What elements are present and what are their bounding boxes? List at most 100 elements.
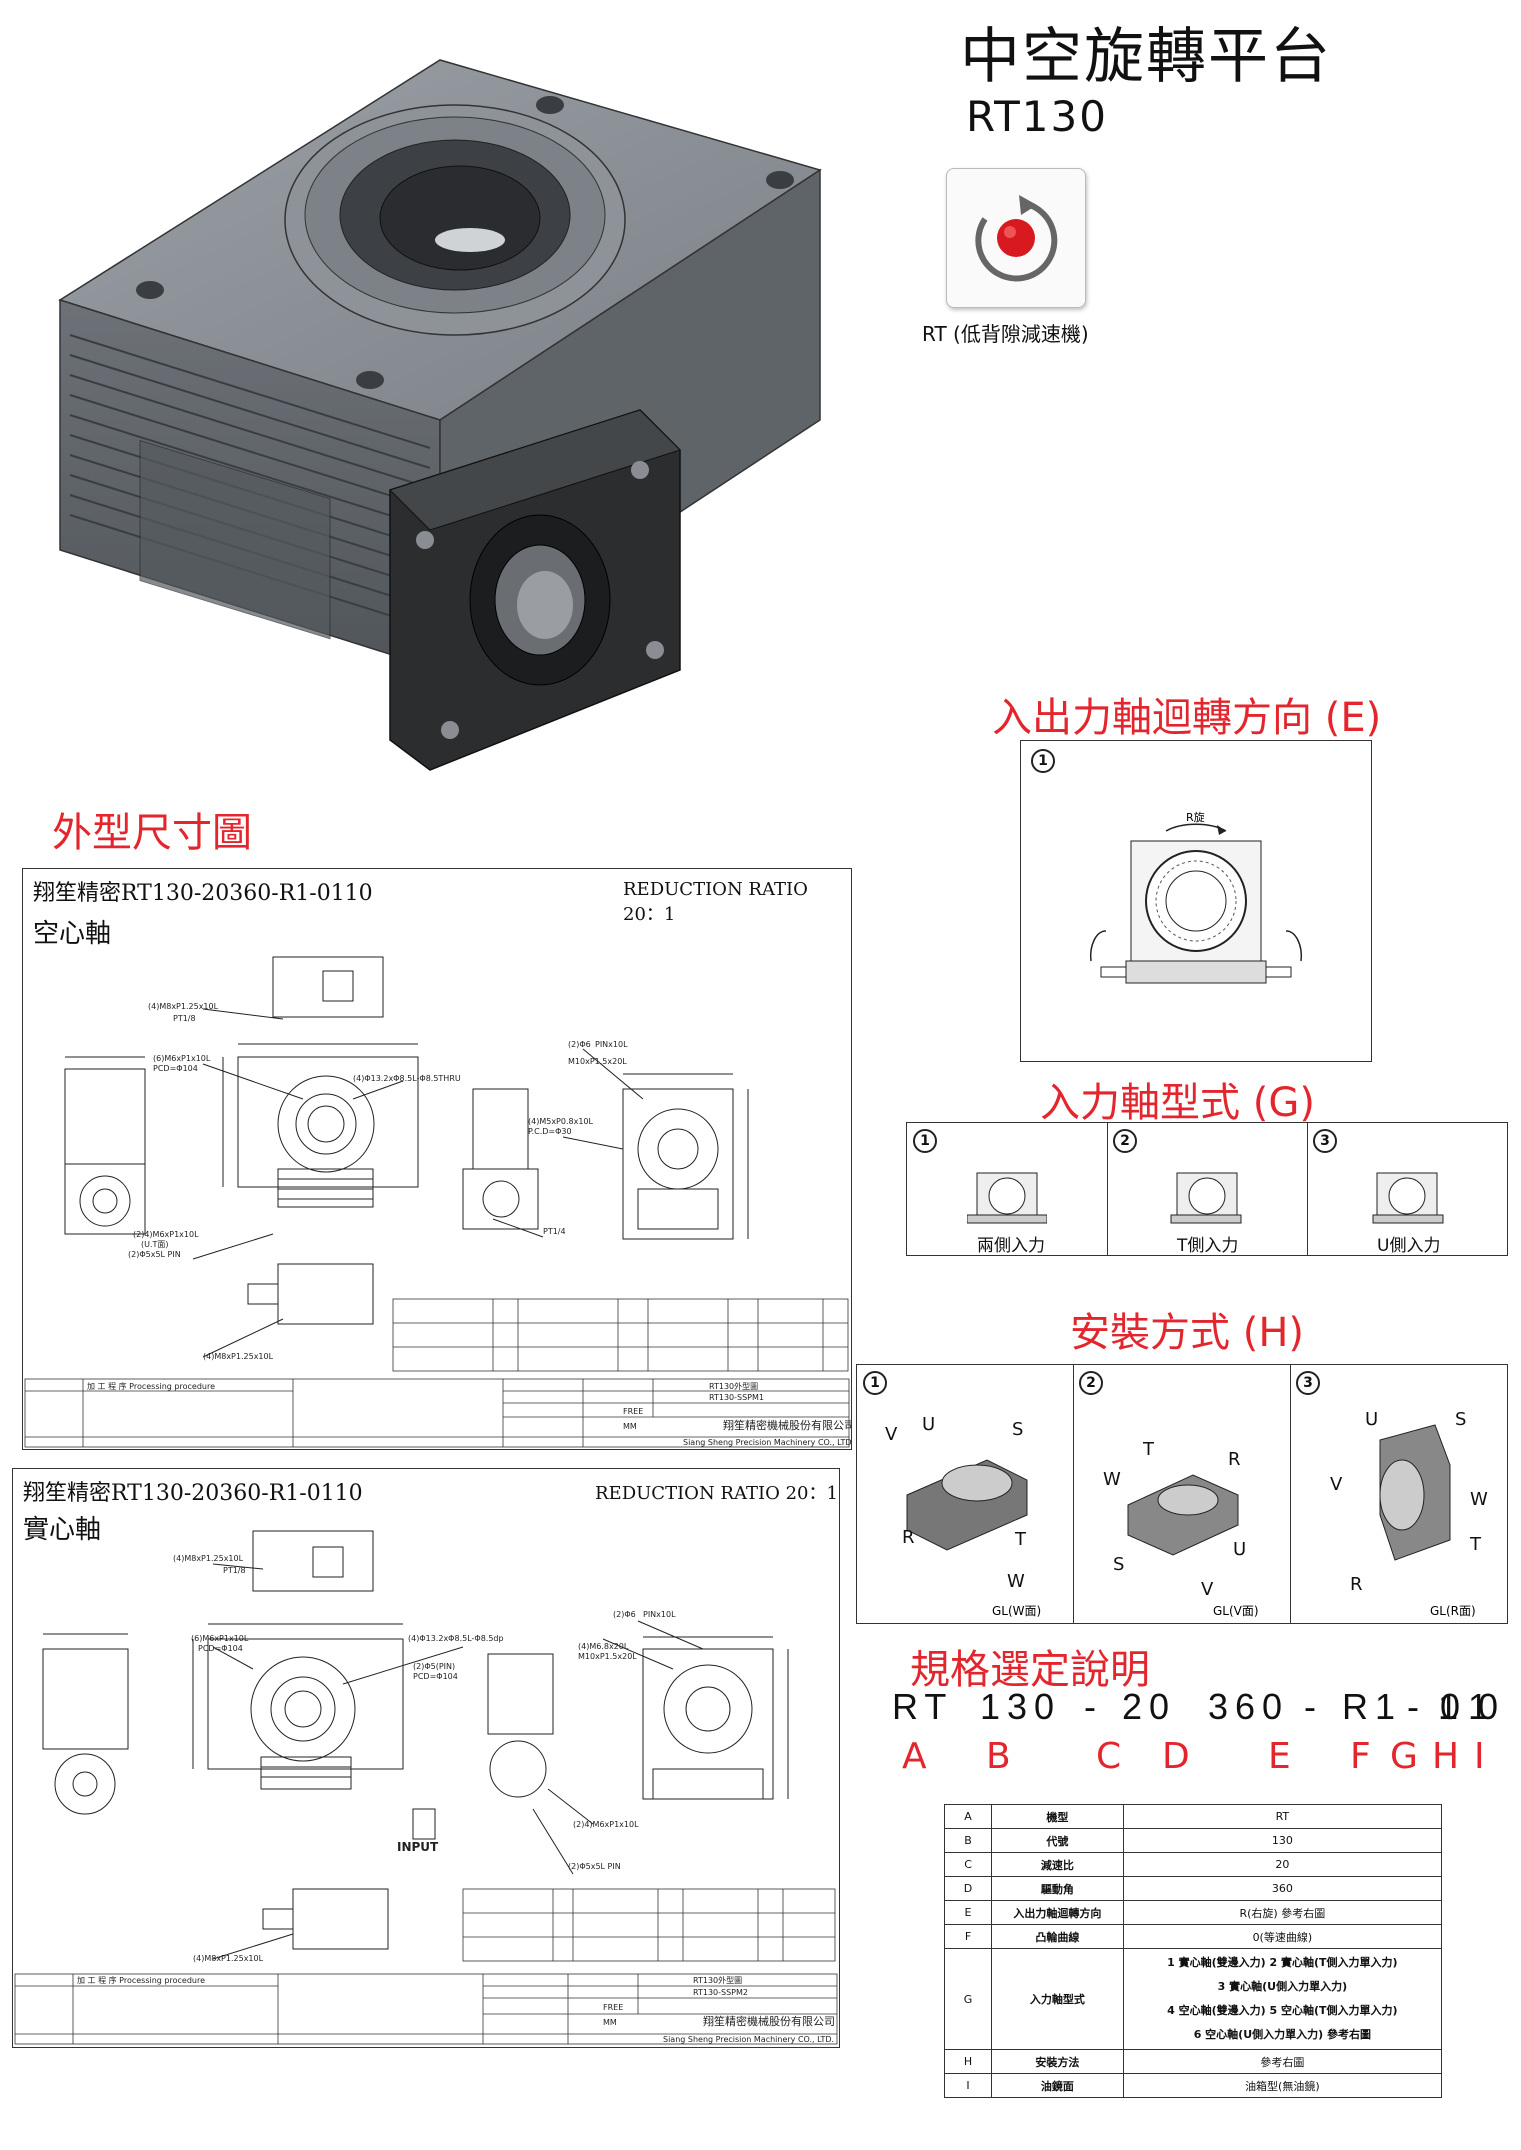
processing-label: 加 工 程 序 Processing procedure — [77, 1975, 205, 1985]
code-letter: G — [1390, 1736, 1418, 1777]
input-type-panel: 1 兩側入力 2 T側入力 3 U側入力 — [906, 1122, 1508, 1256]
face-label: S — [1455, 1409, 1466, 1430]
mount-option-2: 2 T W R S U V GL(V面) — [1073, 1365, 1290, 1623]
face-label: S — [1012, 1419, 1023, 1440]
rotation-label: R旋 — [1186, 810, 1205, 824]
input-type-title: 入力軸型式 (G) — [1040, 1080, 1315, 1126]
row-name: 油鏡面 — [991, 2073, 1124, 2098]
part-name: RT130外型圖 — [693, 1975, 742, 1985]
model-code-letters: A B C D E F G H I — [902, 1736, 1502, 1780]
face-label: T — [1014, 1529, 1027, 1550]
company-cn: 翔笙精密機械股份有限公司 — [723, 1418, 851, 1432]
face-label: T — [1469, 1534, 1482, 1555]
label-pin: (2)Φ5(PIN) — [413, 1662, 455, 1671]
face-label: S — [1113, 1554, 1124, 1575]
rotation-diagram: R旋 — [1089, 810, 1303, 984]
label-pin-top2: PINx10L — [643, 1610, 676, 1619]
face-label: W — [1007, 1571, 1025, 1592]
code-part: 20 — [1122, 1686, 1177, 1727]
input-option-1: 1 兩側入力 — [907, 1123, 1107, 1256]
code-letter: F — [1350, 1736, 1371, 1777]
row-name: 入力軸型式 — [991, 1948, 1124, 2050]
label-pcd: PCD=Φ104 — [153, 1064, 198, 1073]
g-option-line: 3 實心軸(U側入力單入力) — [1217, 1980, 1348, 1993]
table-row: A 機型 RT — [943, 1804, 1443, 1829]
code-part: - — [1084, 1686, 1103, 1727]
code-part: 130 — [980, 1686, 1062, 1727]
technical-drawing-1: (4)M8xP1.25x10L PT1/8 (6)M6xP1x10L PCD=Φ… — [24, 956, 851, 1448]
row-value: 油箱型(無油鏡) — [1122, 2073, 1443, 2098]
face-label: V — [1201, 1579, 1214, 1600]
label-m6: (4)M6.8x20L — [578, 1642, 629, 1651]
code-part: 360 — [1208, 1686, 1290, 1727]
label-ut: (U.T面) — [141, 1240, 169, 1249]
input-label: INPUT — [397, 1840, 439, 1854]
label-tap: (6)M6xP1x10L — [191, 1634, 249, 1643]
part-name: RT130外型圖 — [709, 1381, 758, 1391]
code-part: - — [1304, 1686, 1323, 1727]
model-code-line: RT 130 - 20 360 - R1 - 0 1 1 — [892, 1686, 1502, 1730]
face-label: W — [1103, 1469, 1121, 1490]
face-label: V — [885, 1424, 898, 1445]
label-tap: (6)M6xP1x10L — [153, 1054, 211, 1063]
label-side-bolt: (2)4)M6xP1x10L — [573, 1820, 639, 1829]
face-label: R — [902, 1527, 915, 1548]
technical-drawing-2: (4)M8xP1.25x10L PT1/8 (6)M6xP1x10L PCD=Φ… — [14, 1530, 838, 2045]
input-both-icon — [967, 1172, 1047, 1224]
row-name: 機型 — [991, 1804, 1124, 1829]
row-key: F — [943, 1924, 993, 1949]
label-bottom-bolt: (4)M8xP1.25x10L — [193, 1954, 264, 1963]
label-pin: (2)Φ6 — [568, 1040, 591, 1049]
face-label: T — [1142, 1439, 1155, 1460]
row-name: 凸輪曲線 — [991, 1924, 1124, 1949]
row-key: A — [943, 1804, 993, 1829]
face-label: R — [1228, 1449, 1241, 1470]
row-value-multi: 1 實心軸(雙邊入力) 2 實心軸(T側入力單入力) 3 實心軸(U側入力單入力… — [1122, 1948, 1443, 2050]
row-value: RT — [1122, 1804, 1443, 1829]
label-m5: (4)M5xP0.8x10L — [528, 1117, 594, 1126]
label-pin5: (2)Φ5x5L PIN — [128, 1250, 181, 1259]
table-row: B 代號 130 — [943, 1828, 1443, 1853]
input-t-side-icon — [1170, 1172, 1242, 1224]
table-row: C 減速比 20 — [943, 1852, 1443, 1877]
input-option-3: 3 U側入力 — [1307, 1123, 1507, 1256]
code-letter: B — [986, 1736, 1011, 1777]
page-title: 中空旋轉平台 — [960, 22, 1332, 92]
mount-diagram-1: V U S R T W GL(W面) — [885, 1414, 1041, 1618]
mount-caption: GL(V面) — [1213, 1604, 1259, 1618]
row-value: 360 — [1122, 1876, 1443, 1901]
option-number: 2 — [1113, 1129, 1137, 1153]
label-pin5: (2)Φ5x5L PIN — [568, 1862, 621, 1871]
code-letter: D — [1162, 1736, 1190, 1777]
rt-caption: RT (低背隙減速機) — [922, 322, 1089, 346]
g-option-line: 4 空心軸(雙邊入力) 5 空心軸(T側入力單入力) — [1167, 2004, 1398, 2017]
row-value: 130 — [1122, 1828, 1443, 1853]
label-bottom-bolt: (4)M8xP1.25x10L — [203, 1352, 274, 1361]
row-name: 驅動角 — [991, 1876, 1124, 1901]
outline-drawing-solid: 翔笙精密RT130-20360-R1-0110 REDUCTION RATIO … — [12, 1468, 840, 2048]
label-side-bolt: (2)4)M6xP1x10L — [133, 1230, 199, 1239]
row-key: H — [943, 2049, 993, 2074]
option-caption: 兩側入力 — [977, 1236, 1045, 1256]
processing-label: 加 工 程 序 Processing procedure — [87, 1381, 215, 1391]
row-value: 0(等速曲線) — [1122, 1924, 1443, 1949]
mount-option-1: 1 V U S R T W GL(W面) — [857, 1365, 1073, 1623]
label-m10: M10xP1.5x20L — [578, 1652, 637, 1661]
drawing-title: 翔笙精密RT130-20360-R1-0110 — [23, 1481, 363, 1506]
row-name: 減速比 — [991, 1852, 1124, 1877]
code-part: 0 — [1478, 1686, 1506, 1727]
option-number: 3 — [1313, 1129, 1337, 1153]
g-option-line: 1 實心軸(雙邊入力) 2 實心軸(T側入力單入力) — [1167, 1956, 1398, 1969]
code-letter: I — [1474, 1736, 1485, 1777]
shaft-type-label: 空心軸 — [33, 919, 112, 949]
row-key: G — [943, 1948, 993, 2050]
units-value: MM — [603, 2018, 617, 2027]
code-part: RT — [892, 1686, 954, 1727]
row-key: I — [943, 2073, 993, 2098]
option-caption: U側入力 — [1377, 1236, 1441, 1256]
label-pcd2: PCD=Φ104 — [413, 1672, 458, 1681]
company-en: Siang Sheng Precision Machinery CO., LTD… — [663, 2035, 834, 2044]
code-part: 1 — [1468, 1686, 1496, 1727]
table-row: I 油鏡面 油箱型(無油鏡) — [943, 2073, 1443, 2098]
row-name: 安裝方法 — [991, 2049, 1124, 2074]
